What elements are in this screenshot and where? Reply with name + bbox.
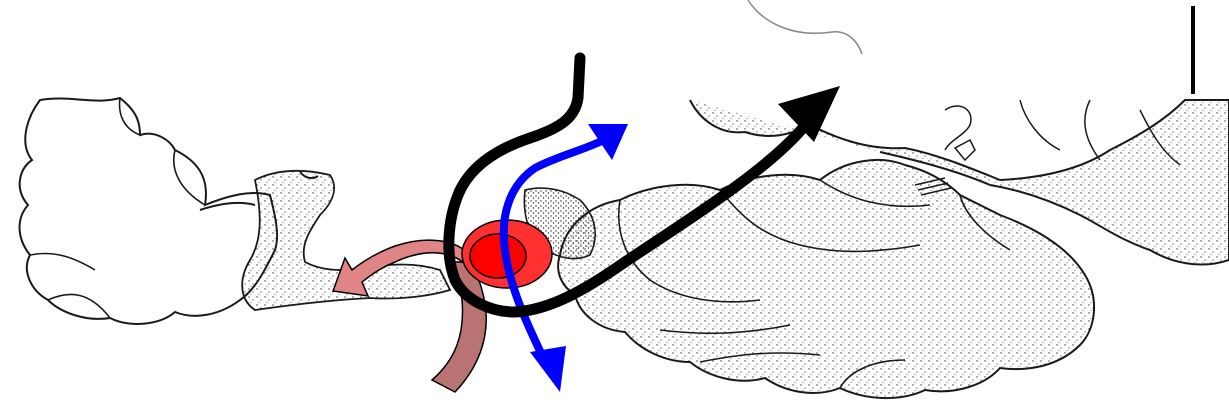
masked-label-area <box>0 0 1229 96</box>
temporal-lobe-outline <box>558 160 1094 398</box>
blue-arrowhead-down <box>530 346 566 392</box>
nucleus-core <box>470 234 526 278</box>
frontal-lobe-outline <box>20 98 278 324</box>
cranial-nerve-stub <box>955 140 975 160</box>
